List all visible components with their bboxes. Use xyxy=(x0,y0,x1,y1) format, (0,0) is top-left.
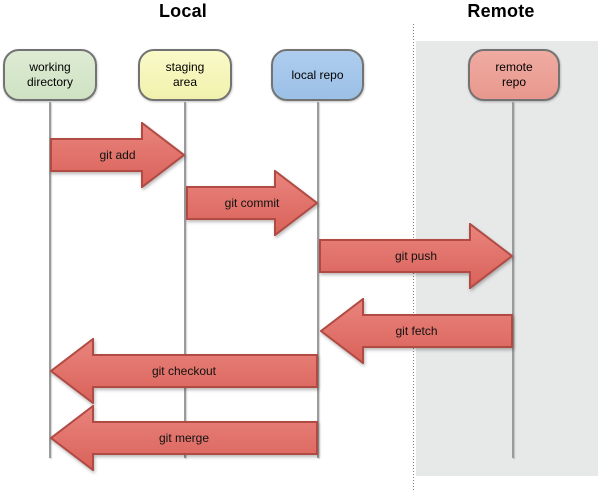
arrow-git-fetch: git fetch xyxy=(320,298,513,364)
left-arrow-shape xyxy=(320,298,513,364)
left-arrow-shape xyxy=(50,405,318,471)
left-arrow-shape xyxy=(50,338,318,404)
right-arrow-shape xyxy=(186,170,318,236)
node-staging-area-label: staging area xyxy=(165,60,205,89)
arrow-git-add: git add xyxy=(50,122,185,188)
node-local-repo: local repo xyxy=(271,49,364,101)
node-working-directory: working directory xyxy=(3,49,97,101)
node-remote-repo: remote repo xyxy=(468,49,560,101)
remote-section-heading: Remote xyxy=(467,1,535,21)
lifeline-staging-area xyxy=(184,102,186,458)
arrow-git-push: git push xyxy=(319,223,513,289)
right-arrow-shape xyxy=(319,223,513,289)
right-arrow-shape xyxy=(50,122,185,188)
lifeline-remote-repo xyxy=(512,102,514,458)
arrow-git-merge: git merge xyxy=(50,405,318,471)
node-working-directory-label: working directory xyxy=(26,60,73,89)
node-staging-area: staging area xyxy=(138,49,232,101)
node-local-repo-label: local repo xyxy=(291,67,344,82)
arrow-git-commit: git commit xyxy=(186,170,318,236)
node-remote-repo-label: remote repo xyxy=(495,60,533,89)
lifeline-local-repo xyxy=(317,102,319,458)
local-section-heading: Local xyxy=(158,1,208,21)
lifeline-working-directory xyxy=(49,102,51,458)
arrow-git-checkout: git checkout xyxy=(50,338,318,404)
